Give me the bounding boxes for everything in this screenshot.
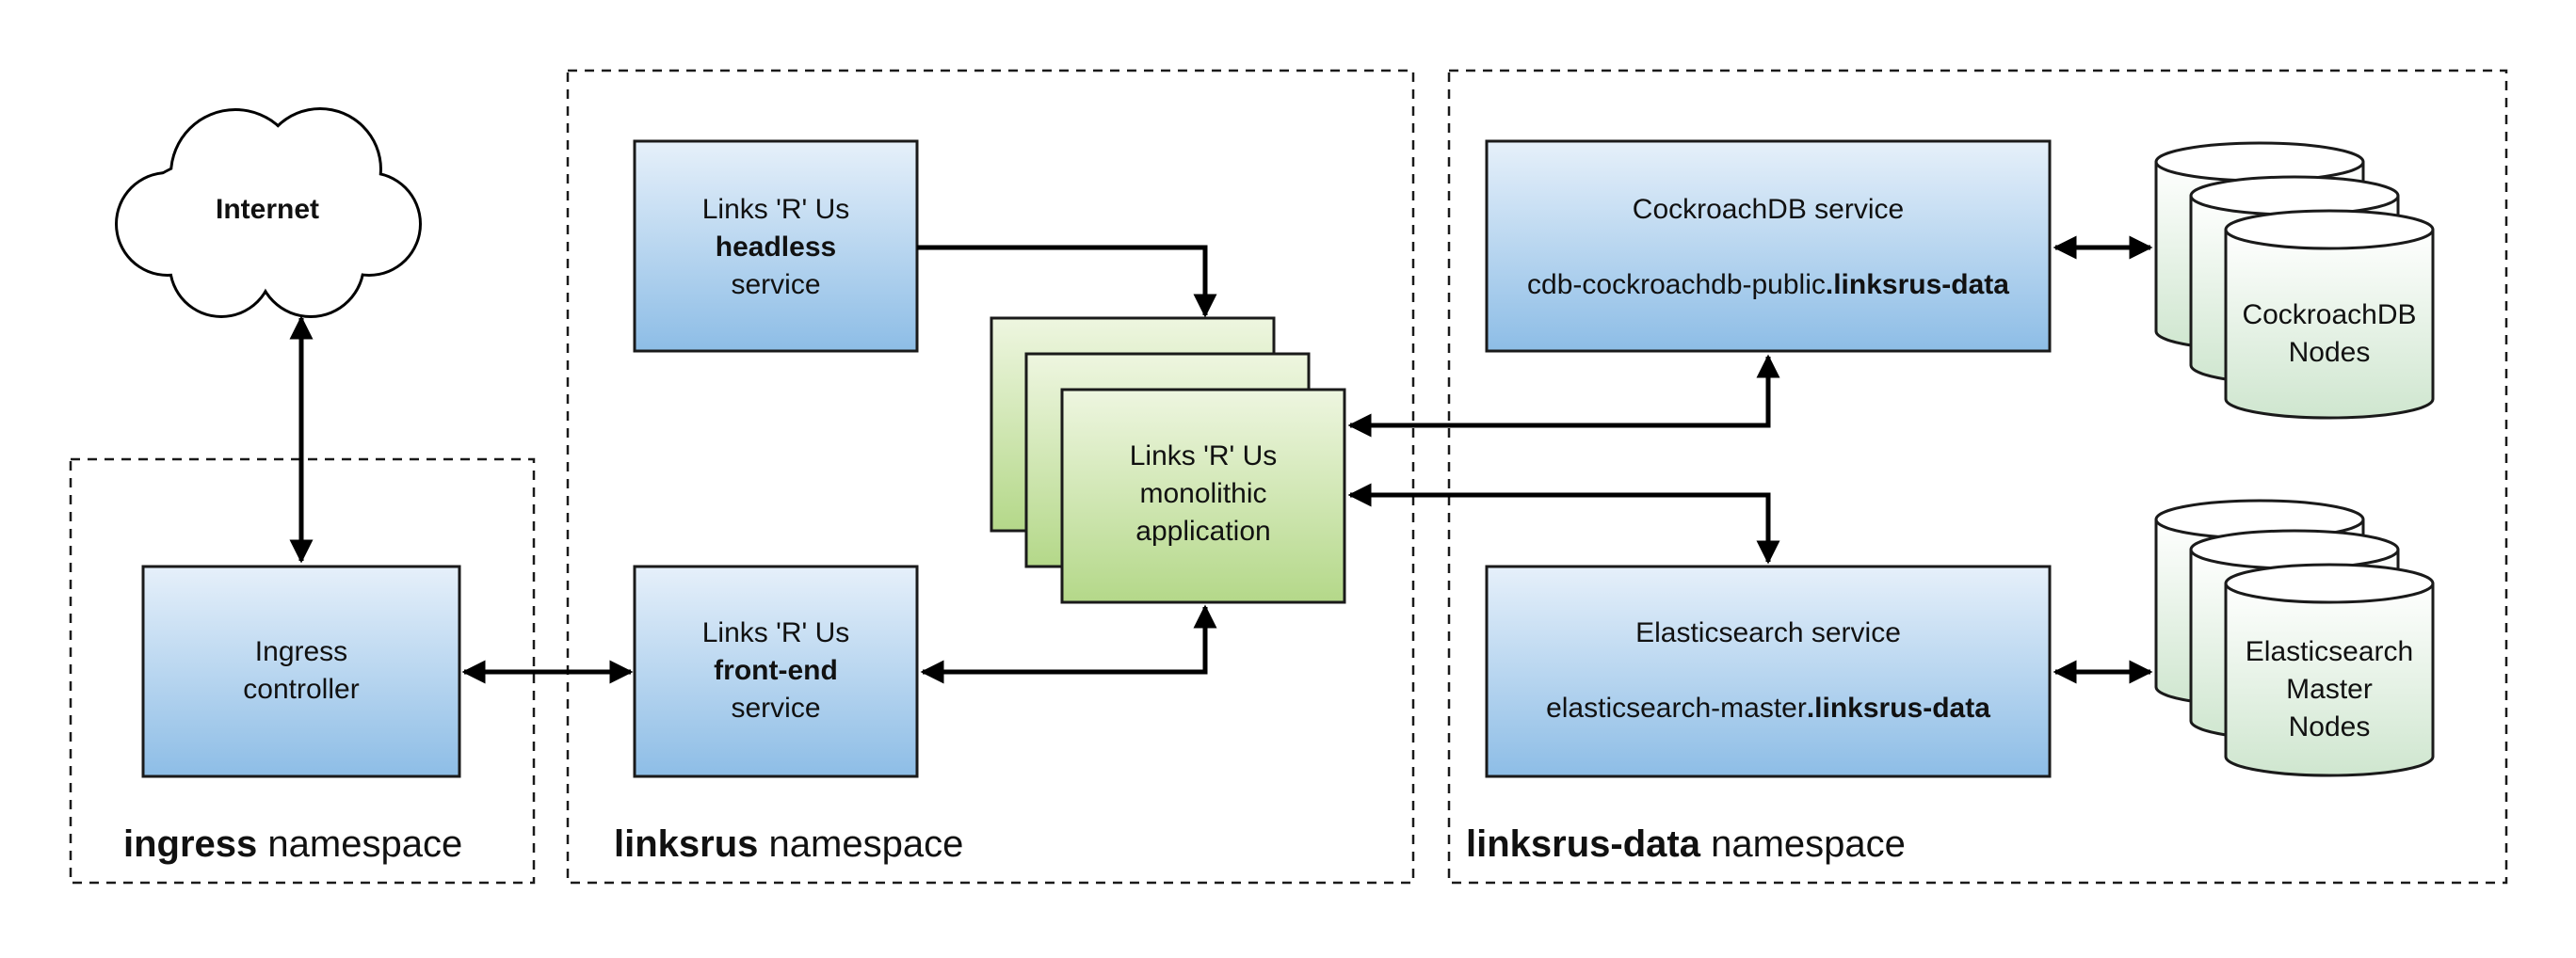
elasticsearch-nodes-line1: Elasticsearch	[2246, 636, 2413, 667]
headless-line1: Links 'R' Us	[702, 194, 850, 225]
linksrus-namespace-suffix: namespace	[758, 823, 963, 865]
elasticsearch-host-plain: elasticsearch-master	[1546, 693, 1807, 724]
cockroachdb-host-plain: cdb-cockroachdb-public	[1527, 269, 1826, 300]
ingress-namespace-label: ingress namespace	[123, 823, 462, 865]
cockroachdb-host-bold: .linksrus-data	[1826, 269, 2009, 300]
ingress-controller-box: Ingress controller	[141, 565, 461, 778]
elasticsearch-service-host: elasticsearch-master.linksrus-data	[1546, 693, 1990, 724]
monolith-stack: Links 'R' Us monolithic application	[990, 316, 1346, 604]
elasticsearch-host-bold: .linksrus-data	[1807, 693, 1990, 724]
elasticsearch-nodes-line2: Master	[2286, 674, 2373, 705]
elasticsearch-nodes-line3: Nodes	[2289, 711, 2371, 742]
frontend-monolith-connector	[920, 604, 1217, 684]
ingress-line2: controller	[243, 674, 359, 705]
cockroachdb-nodes-line2: Nodes	[2289, 337, 2371, 368]
cockroachdb-service-host: cdb-cockroachdb-public.linksrus-data	[1527, 269, 2009, 300]
monolith-line1: Links 'R' Us	[1130, 440, 1278, 471]
ingress-namespace-frame	[69, 457, 536, 885]
elasticsearch-service-title: Elasticsearch service	[1635, 617, 1901, 648]
monolith-line3: application	[1135, 516, 1270, 547]
elasticsearch-nodes-database-icon: Elasticsearch Master Nodes	[2154, 499, 2435, 777]
linksrus-data-namespace-name: linksrus-data	[1466, 823, 1701, 865]
linksrus-data-namespace-label: linksrus-data namespace	[1466, 823, 1906, 865]
linksrus-data-namespace-suffix: namespace	[1700, 823, 1906, 865]
frontend-line3: service	[731, 693, 820, 724]
ingress-line1: Ingress	[255, 636, 347, 667]
internet-label: Internet	[216, 194, 319, 225]
frontend-line1: Links 'R' Us	[702, 617, 850, 648]
monolith-line2: monolithic	[1139, 478, 1266, 509]
frontend-line2: front-end	[714, 655, 838, 686]
headless-line2: headless	[716, 232, 836, 263]
monolith-elasticsearch-connector	[1347, 483, 1780, 565]
ingress-namespace-suffix: namespace	[257, 823, 462, 865]
ingress-namespace-name: ingress	[123, 823, 257, 865]
frontend-service-box: Links 'R' Us front-end service	[633, 565, 919, 778]
cockroachdb-service-title: CockroachDB service	[1633, 194, 1904, 225]
monolith-replica-front	[1060, 388, 1346, 604]
headless-line3: service	[731, 269, 820, 300]
headless-service-box: Links 'R' Us headless service	[633, 139, 919, 353]
headless-monolith-connector	[917, 245, 1217, 318]
cockroachdb-nodes-line1: CockroachDB	[2242, 299, 2416, 330]
linksrus-data-namespace-frame	[1447, 69, 2508, 885]
internet-cloud: Internet	[115, 107, 422, 318]
monolith-cockroachdb-connector	[1347, 354, 1780, 438]
linksrus-namespace-name: linksrus	[614, 823, 758, 865]
cockroachdb-service-box: CockroachDB service cdb-cockroachdb-publ…	[1485, 139, 2052, 353]
elasticsearch-service-box: Elasticsearch service elasticsearch-mast…	[1485, 565, 2052, 778]
cockroachdb-nodes-database-icon: CockroachDB Nodes	[2154, 141, 2435, 420]
linksrus-namespace-label: linksrus namespace	[614, 823, 963, 865]
